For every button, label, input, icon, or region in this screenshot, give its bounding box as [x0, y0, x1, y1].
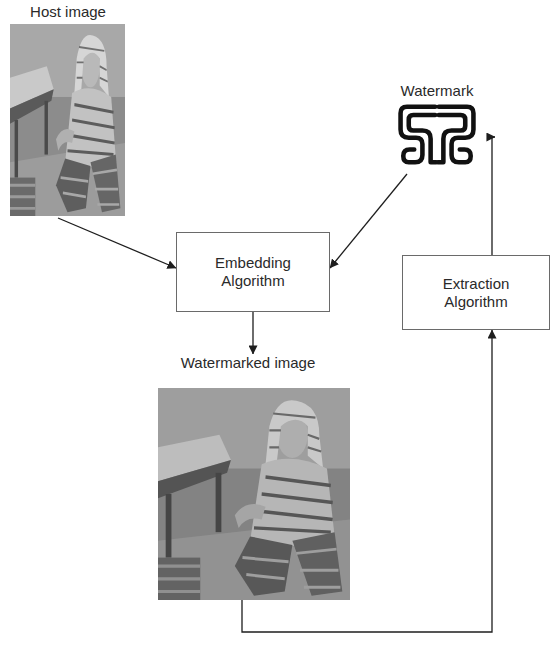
image-caption: Watermarked image [128, 354, 368, 372]
illustration-part [409, 115, 436, 162]
illustration-part [401, 107, 436, 163]
image-caption: Watermark [381, 82, 493, 100]
logo-left-half [401, 107, 437, 163]
illustration-part [439, 107, 474, 163]
image-node: Host image [0, 3, 140, 216]
illustration-part [438, 115, 465, 162]
process-box: Extraction Algorithm [402, 255, 550, 330]
host-photo [10, 24, 125, 216]
logo-right-half [438, 107, 474, 163]
watermark-logo [396, 102, 478, 168]
box-label: Embedding Algorithm [205, 254, 301, 290]
illustration-part [158, 388, 350, 600]
flow-arrow [58, 218, 176, 268]
illustration-part [10, 24, 125, 216]
flow-arrow [492, 137, 495, 255]
process-box: Embedding Algorithm [176, 232, 330, 312]
image-node: Watermark [381, 82, 493, 172]
flow-arrow [330, 174, 407, 268]
image-caption: Host image [0, 3, 140, 21]
watermarked-photo [158, 388, 350, 600]
image-node: Watermarked image [128, 354, 368, 600]
flow-arrow [252, 312, 253, 354]
illustration-part [158, 388, 350, 600]
box-label: Extraction Algorithm [428, 275, 524, 311]
